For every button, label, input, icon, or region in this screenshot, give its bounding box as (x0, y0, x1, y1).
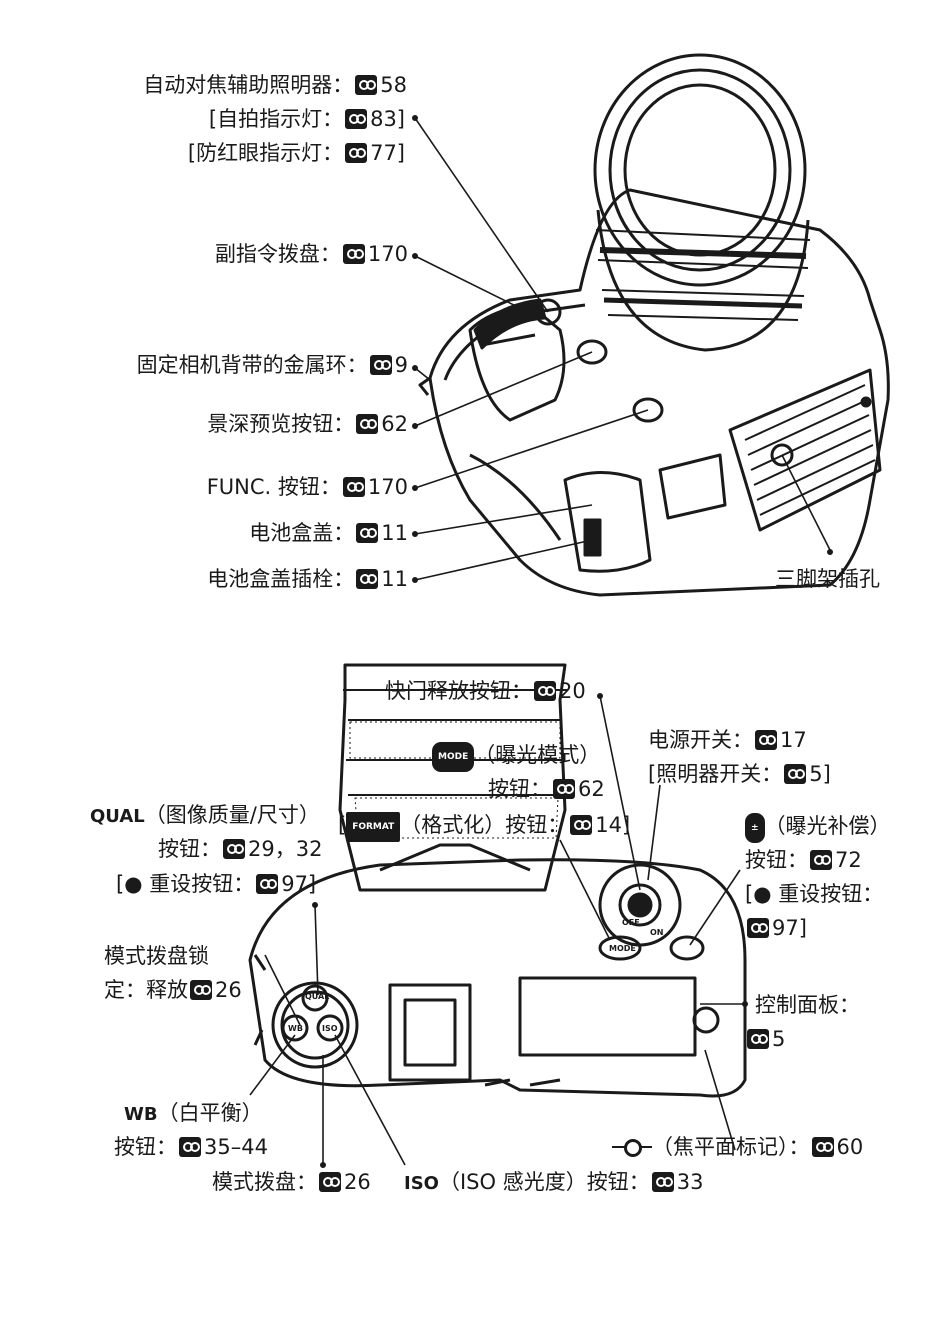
mark-qual: QUAL (305, 992, 329, 1001)
camera-markings: QUAL WB ISO MODE OFF ON (288, 918, 664, 1033)
reference-icon (810, 850, 832, 870)
reference-icon (553, 779, 575, 799)
camera-front-drawing (418, 53, 890, 597)
exp-comp-button-label: 按钮：72 (745, 848, 862, 872)
reference-icon (256, 874, 279, 894)
mark-iso: ISO (322, 1024, 338, 1033)
reference-icon (179, 1137, 201, 1157)
reference-icon (345, 143, 368, 163)
wb-button-label: 按钮：35–44 (114, 1135, 268, 1159)
reference-icon (570, 815, 593, 835)
af-assist-label: 自动对焦辅助照明器：58 (143, 73, 407, 97)
exp-comp-label: ±（曝光补偿） (745, 813, 891, 843)
func-button-label: FUNC. 按钮：170 (206, 475, 408, 499)
battery-cover-label: 电池盒盖：11 (249, 521, 408, 545)
mode-lock-label-1: 模式拨盘锁 (104, 944, 209, 968)
reference-icon (811, 1137, 834, 1157)
leader-lines-top (414, 117, 831, 581)
mode-exposure-label: MODE（曝光模式） (432, 742, 600, 772)
qual-label: QUAL（图像质量/尺寸） (90, 803, 320, 827)
exp-reset-label: [● 重设按钮： (745, 882, 884, 906)
reference-icon (223, 839, 245, 859)
reference-icon (755, 730, 777, 750)
iso-label: ISO（ISO 感光度）按钮：33 (404, 1170, 704, 1194)
mark-on: ON (650, 928, 664, 937)
qual-reset-label: [● 重设按钮：97] (116, 872, 317, 896)
leader-lines-bottom (249, 695, 745, 1166)
dof-preview-label: 景深预览按钮：62 (207, 412, 408, 436)
self-timer-label: [自拍指示灯：83] (208, 107, 405, 131)
tripod-socket-label: 三脚架插孔 (775, 567, 880, 591)
control-panel-page: 5 (745, 1026, 785, 1052)
reference-icon (355, 75, 378, 95)
leader-dots-bottom (312, 693, 748, 1168)
reference-icon (534, 681, 556, 701)
camera-top-drawing (248, 663, 747, 1098)
power-switch-label: 电源开关：17 (648, 728, 807, 752)
leader-dots-top (412, 115, 833, 583)
reference-icon (342, 477, 365, 497)
reference-icon (356, 569, 379, 589)
illuminator-label: [照明器开关：5] (648, 762, 831, 786)
reference-icon (345, 109, 368, 129)
reference-icon (342, 244, 365, 264)
reference-icon (356, 523, 379, 543)
reference-icon (369, 355, 392, 375)
reference-icon (784, 764, 807, 784)
qual-button-label: 按钮：29，32 (158, 837, 323, 861)
format-label: [FORMAT（格式化）按钮：14] (338, 812, 630, 842)
mark-off: OFF (622, 918, 640, 927)
exp-reset-page: 97] (745, 915, 807, 941)
reference-icon (190, 980, 212, 1000)
focal-plane-icon (612, 1138, 652, 1157)
format-button-icon: FORMAT (346, 812, 401, 842)
exposure-compensation-icon: ± (745, 813, 765, 843)
sub-dial-label: 副指令拨盘：170 (214, 242, 408, 266)
shutter-label: 快门释放按钮：20 (385, 679, 586, 703)
reference-icon (356, 414, 379, 434)
focal-plane-label: （焦平面标记）：60 (612, 1134, 863, 1160)
reference-icon (747, 918, 769, 938)
mode-dial-label: 模式拨盘：26 (212, 1170, 371, 1194)
mode-button-label: 按钮：62 (488, 777, 605, 801)
strap-eyelet-label: 固定相机背带的金属环：9 (136, 353, 408, 377)
battery-latch-label: 电池盒盖插栓：11 (207, 567, 408, 591)
red-eye-label: [防红眼指示灯：77] (187, 141, 405, 165)
mark-wb: WB (288, 1024, 303, 1033)
mark-mode: MODE (609, 944, 636, 953)
reference-icon (319, 1172, 341, 1192)
reference-icon (651, 1172, 674, 1192)
wb-label: WB（白平衡） (124, 1101, 263, 1125)
mode-button-icon: MODE (432, 742, 475, 772)
reference-icon (747, 1029, 769, 1049)
control-panel-label: 控制面板： (755, 993, 860, 1017)
